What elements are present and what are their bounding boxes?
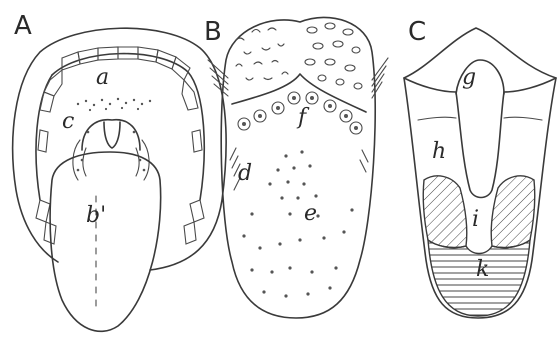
palate-speckle xyxy=(77,98,151,111)
label-b-prime: b' xyxy=(86,203,106,228)
fungiform-papillae xyxy=(242,150,353,297)
panel-c: C g h i k xyxy=(404,17,556,318)
uvula xyxy=(82,120,140,150)
label-e: e xyxy=(304,201,317,226)
region-i-left xyxy=(423,176,467,248)
label-f: f xyxy=(296,105,310,130)
panel-c-letter: C xyxy=(408,17,426,47)
label-d: d xyxy=(238,161,252,186)
tonsil-left xyxy=(73,140,86,180)
palate-arch xyxy=(52,54,204,200)
region-i-right xyxy=(491,176,535,248)
label-h: h xyxy=(432,139,446,164)
uvula-tip xyxy=(104,122,120,148)
region-h-boundary xyxy=(418,117,542,120)
label-a: a xyxy=(96,65,109,90)
lower-teeth xyxy=(36,130,204,244)
tongue-side-fringes xyxy=(208,58,388,98)
panel-b: B xyxy=(204,17,388,318)
label-k: k xyxy=(476,257,489,282)
tongue-root-texture xyxy=(236,23,362,89)
label-i: i xyxy=(472,207,479,232)
panel-b-letter: B xyxy=(204,17,222,47)
panel-a: A xyxy=(13,11,226,331)
label-g: g xyxy=(462,65,476,90)
panel-a-letter: A xyxy=(14,11,32,41)
tonsil-dots xyxy=(77,131,146,172)
upper-teeth xyxy=(40,47,198,112)
label-c: c xyxy=(62,109,74,134)
